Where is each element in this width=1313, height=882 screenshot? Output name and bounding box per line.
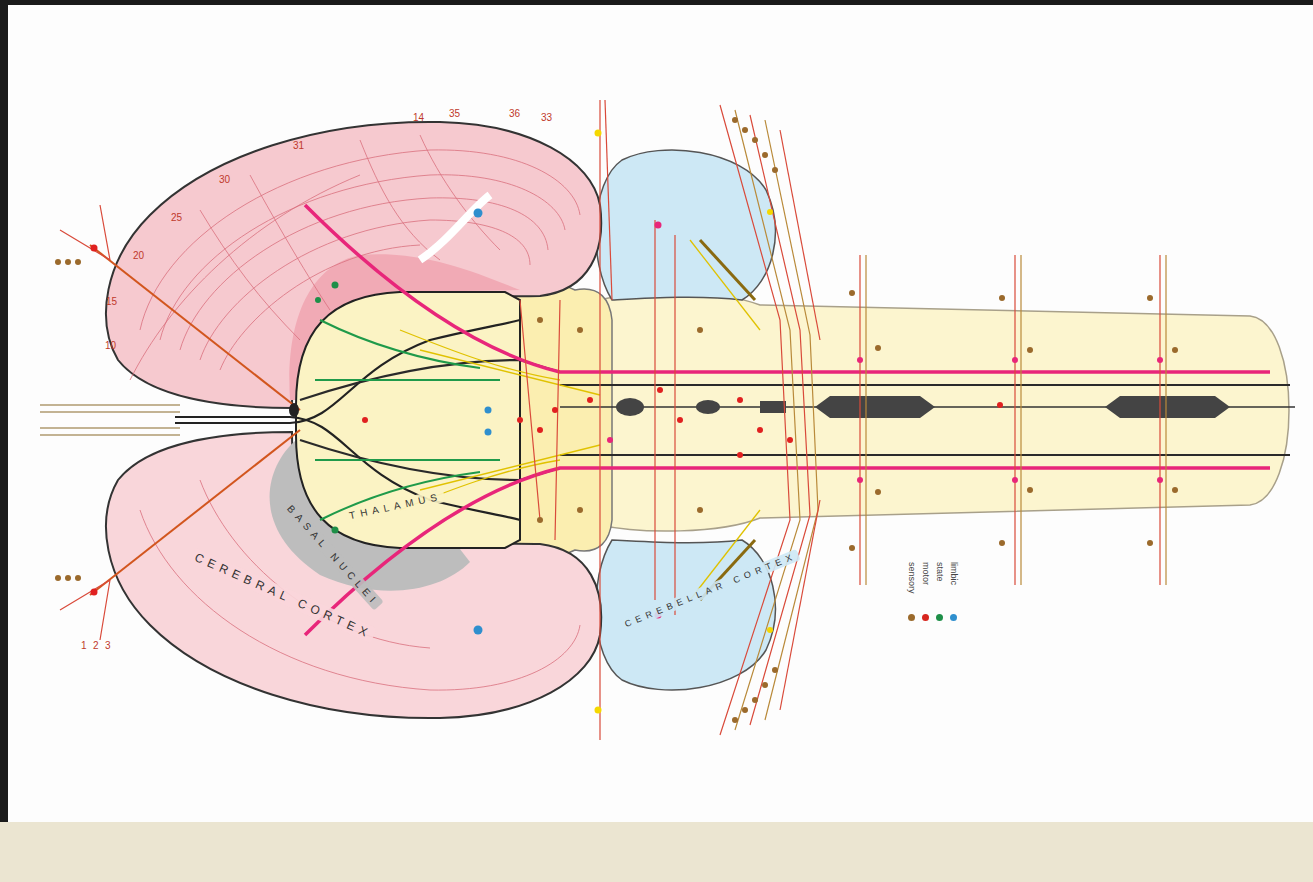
callout-number: 15 — [105, 296, 118, 307]
legend-swatch — [936, 614, 943, 621]
callout-number: 1 — [80, 640, 88, 651]
legend-label: state — [935, 562, 945, 582]
legend-swatch — [908, 614, 915, 621]
legend-item: motor — [920, 562, 934, 642]
legend-item: limbic — [948, 562, 962, 642]
legend-item: sensory — [906, 562, 920, 642]
callout-number: 36 — [508, 108, 521, 119]
legend-label: sensory — [907, 562, 917, 594]
callout-number: 3 — [104, 640, 112, 651]
callout-number: 10 — [104, 340, 117, 351]
callout-number: 33 — [540, 112, 553, 123]
callout-number: 30 — [218, 174, 231, 185]
legend-swatch — [922, 614, 929, 621]
callout-number: 35 — [448, 108, 461, 119]
legend-label: motor — [921, 562, 931, 585]
callout-number: 20 — [132, 250, 145, 261]
legend-item: state — [934, 562, 948, 642]
legend-swatch — [950, 614, 957, 621]
callout-number: 2 — [92, 640, 100, 651]
callout-number: 14 — [412, 112, 425, 123]
callout-number: 31 — [292, 140, 305, 151]
legend-label: limbic — [949, 562, 959, 585]
callout-number: 25 — [170, 212, 183, 223]
